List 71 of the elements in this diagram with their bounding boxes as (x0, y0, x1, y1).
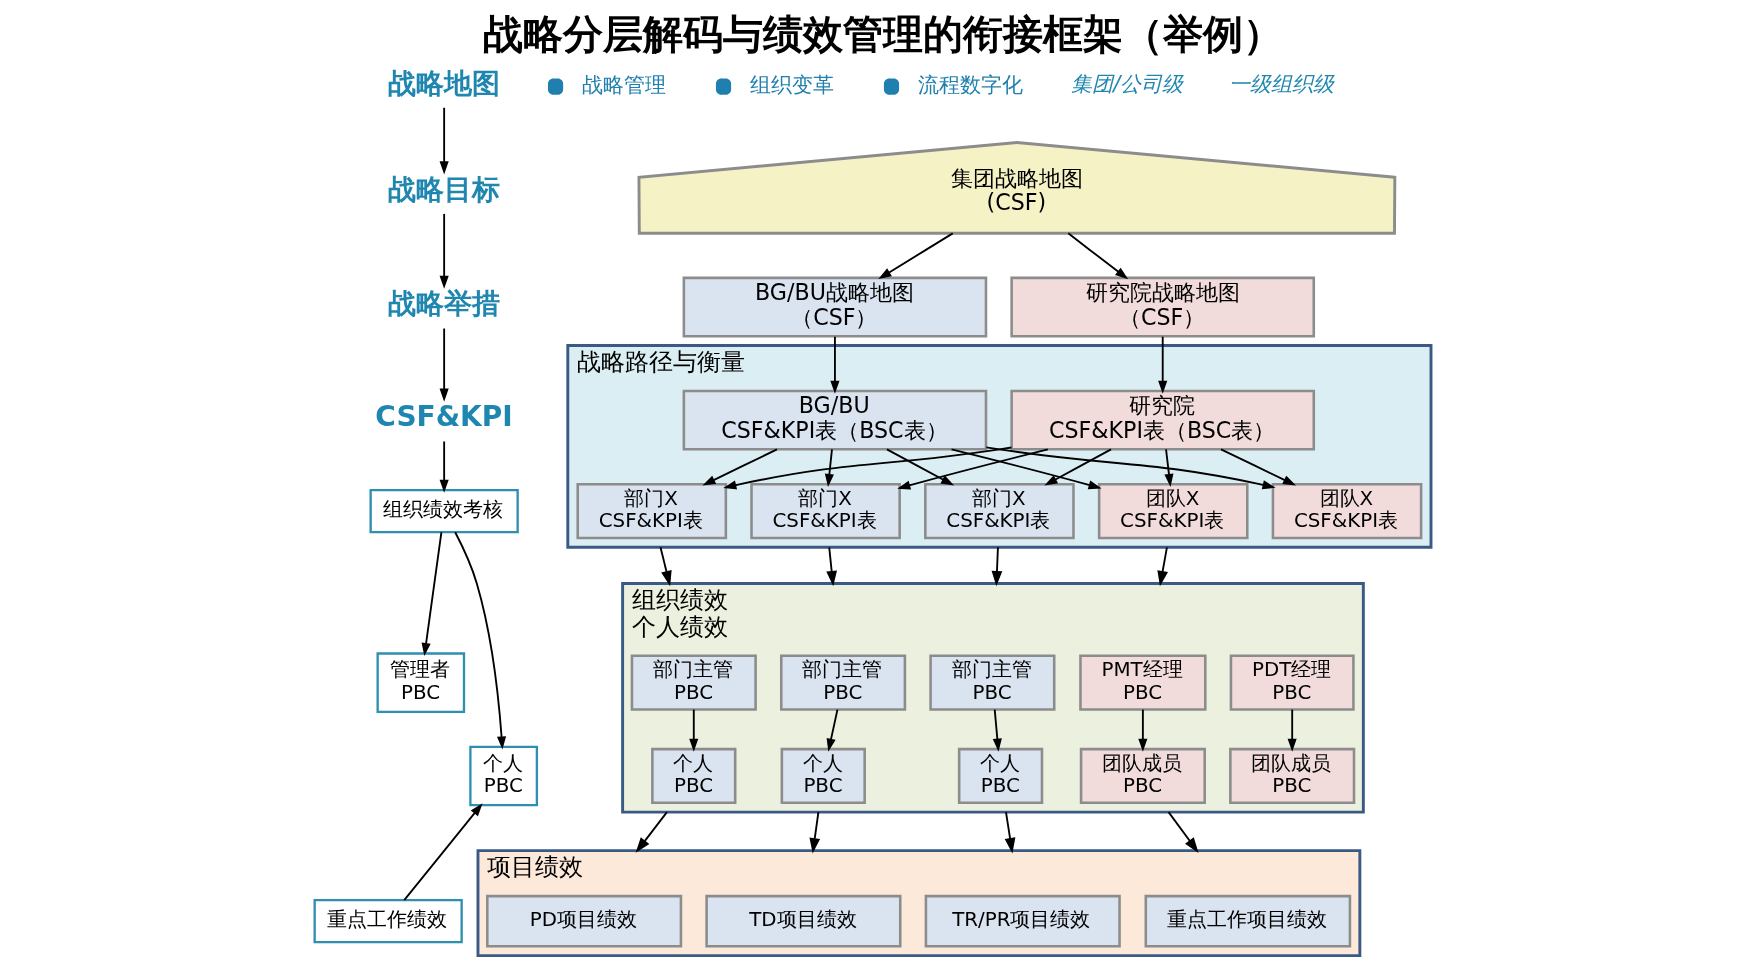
arrow (439, 212, 449, 289)
arrow (421, 531, 442, 657)
node-text: CSF&KPI (374, 400, 513, 434)
node-box: 部门X CSF&KPI表 (749, 483, 901, 540)
node-box: 个人 PBC (468, 745, 538, 807)
arrow (885, 448, 954, 486)
node-box: TR/PR项目绩效 (924, 894, 1121, 948)
arrow (950, 448, 1102, 490)
node-box: PD项目绩效 (485, 894, 682, 948)
node-box: 管理者 PBC (376, 652, 465, 713)
arrow (1157, 335, 1167, 394)
arrow (1043, 448, 1112, 486)
node-box: 团队成员 PBC (1079, 747, 1206, 805)
arrow (992, 708, 1002, 752)
node-box: 团队X CSF&KPI表 (1097, 483, 1249, 540)
arrow (1066, 232, 1128, 280)
node-box: 部门X CSF&KPI表 (923, 483, 1075, 540)
label: 一级组织级 (1228, 71, 1334, 96)
arrow (688, 708, 698, 752)
arrow (824, 448, 834, 488)
arrow (896, 448, 1049, 490)
diagram-title: 战略分层解码与绩效管理的衔接框架（举例） (482, 11, 1283, 58)
node-box: BG/BU战略地图 （CSF） (682, 276, 987, 338)
arrow (635, 811, 668, 853)
arrow (1156, 546, 1168, 587)
arrow (877, 232, 954, 280)
arrow (722, 446, 1012, 490)
arrow (659, 546, 672, 587)
node-text: 战略目标 (387, 172, 500, 206)
arrow (1287, 708, 1297, 752)
node-box: PDT经理 PBC (1229, 654, 1355, 711)
node-box: 重点工作项目绩效 (1144, 894, 1351, 948)
node-box: 研究院 CSF&KPI表（BSC表） (1009, 389, 1315, 451)
arrow (701, 448, 778, 486)
node-box: 部门主管 PBC (630, 654, 757, 711)
node-box: 个人 PBC (650, 747, 736, 805)
node-box: 重点工作绩效 (313, 899, 463, 944)
arrow (829, 335, 839, 394)
arrow (825, 546, 837, 587)
arrow (808, 811, 820, 854)
node-box: 个人 PBC (780, 747, 866, 805)
node-box: 组织绩效考核 (369, 489, 519, 534)
label: 战略管理 (581, 72, 666, 97)
arrow (1219, 448, 1296, 486)
node-box: 个人 PBC (957, 747, 1043, 805)
arrow (1004, 811, 1015, 854)
arrow (453, 531, 506, 750)
label: 集团/公司级 (1070, 71, 1183, 96)
node-box: PMT经理 PBC (1078, 654, 1207, 711)
node-text: 战略地图 (387, 66, 500, 100)
node-box: 研究院战略地图 （CSF） (1009, 276, 1315, 338)
label: 流程数字化 (917, 72, 1023, 97)
node-box: 部门主管 PBC (779, 654, 906, 711)
arrow (1163, 448, 1173, 488)
arrow (991, 546, 1002, 587)
arrow (1137, 708, 1147, 752)
node-box: 团队X CSF&KPI表 (1271, 483, 1422, 540)
node-box: TD项目绩效 (704, 894, 902, 948)
node-box: 部门主管 PBC (928, 654, 1055, 711)
arrow (984, 446, 1276, 490)
node-box: 团队成员 PBC (1228, 747, 1355, 805)
arrow (402, 803, 483, 902)
arrow (439, 440, 449, 493)
label: 组织变革 (749, 72, 834, 97)
arrow (439, 106, 449, 175)
arrow (826, 708, 838, 752)
arrow (1167, 811, 1199, 853)
node-text: 战略举措 (387, 287, 500, 321)
node-box: 部门X CSF&KPI表 (575, 483, 727, 540)
node-box: BG/BU CSF&KPI表（BSC表） (682, 389, 987, 451)
arrow (439, 327, 449, 402)
